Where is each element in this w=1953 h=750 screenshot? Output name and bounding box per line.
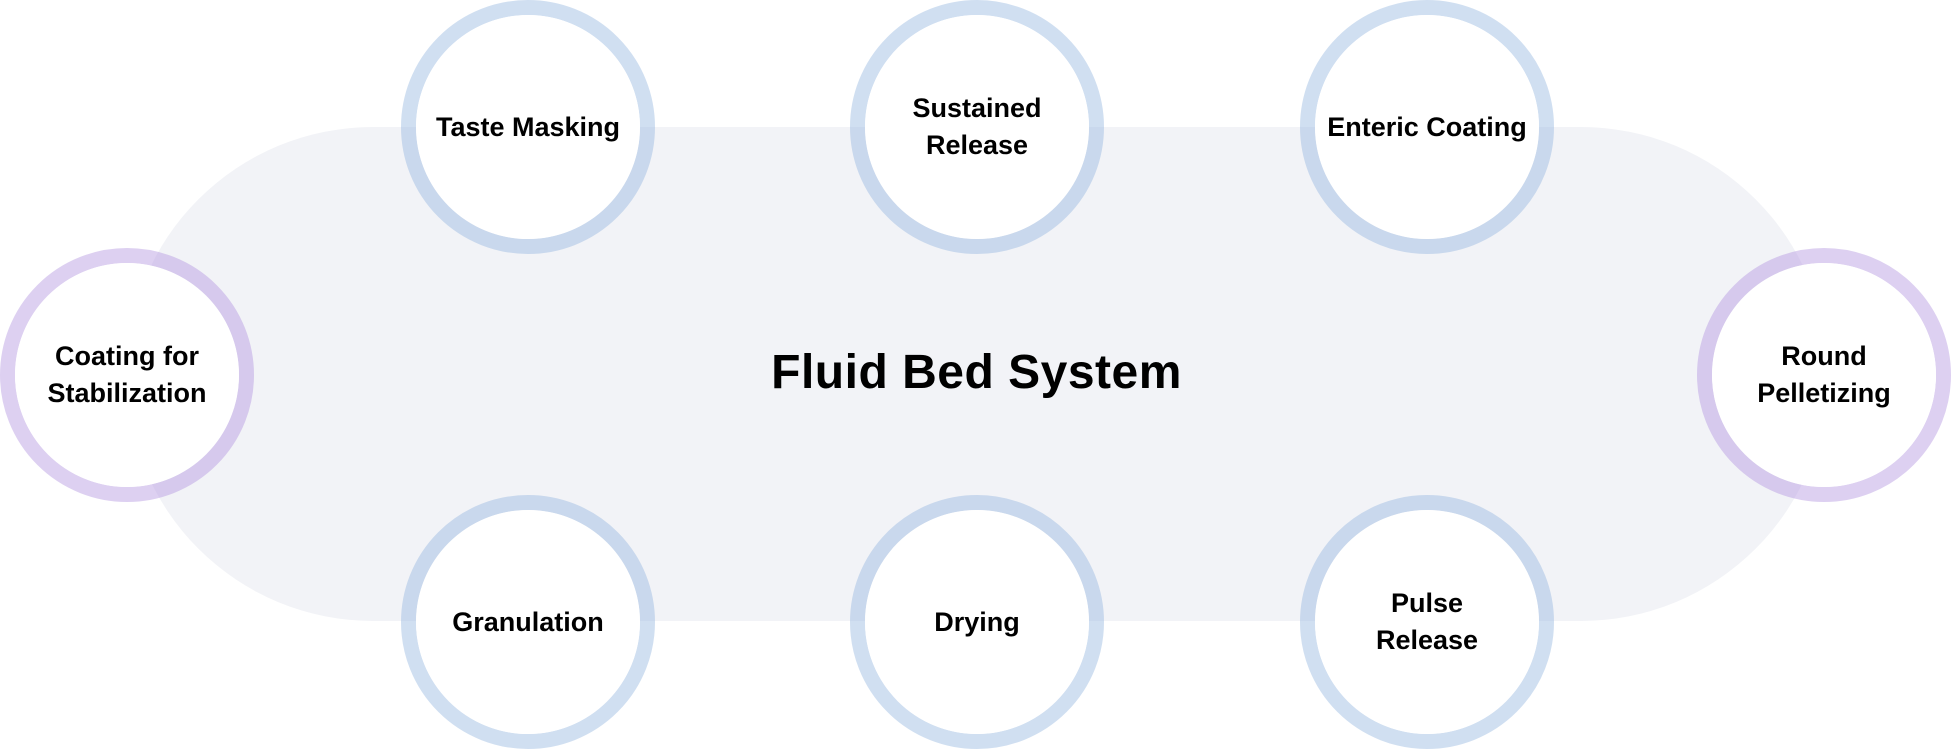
node-label: Taste Masking — [435, 111, 621, 142]
node-enteric-coating: Enteric Coating — [1300, 0, 1554, 254]
node-round-pelletizing: Round Pelletizing — [1697, 248, 1951, 502]
node-label: Drying — [934, 606, 1020, 637]
node-taste-masking: Taste Masking — [401, 0, 655, 254]
node-label: Coating for Stabilization — [47, 341, 207, 408]
node-label: Round Pelletizing — [1757, 341, 1891, 408]
diagram-title: Fluid Bed System — [771, 346, 1182, 399]
node-granulation: Granulation — [401, 495, 655, 749]
node-sustained-release: Sustained Release — [850, 0, 1104, 254]
node-label: Granulation — [452, 606, 604, 637]
node-label: Sustained Release — [912, 93, 1042, 160]
node-coating-for-stabilization: Coating for Stabilization — [0, 248, 254, 502]
node-drying: Drying — [850, 495, 1104, 749]
node-label: Enteric Coating — [1327, 111, 1527, 142]
node-pulse-release: Pulse Release — [1300, 495, 1554, 749]
node-label: Pulse Release — [1375, 588, 1479, 655]
